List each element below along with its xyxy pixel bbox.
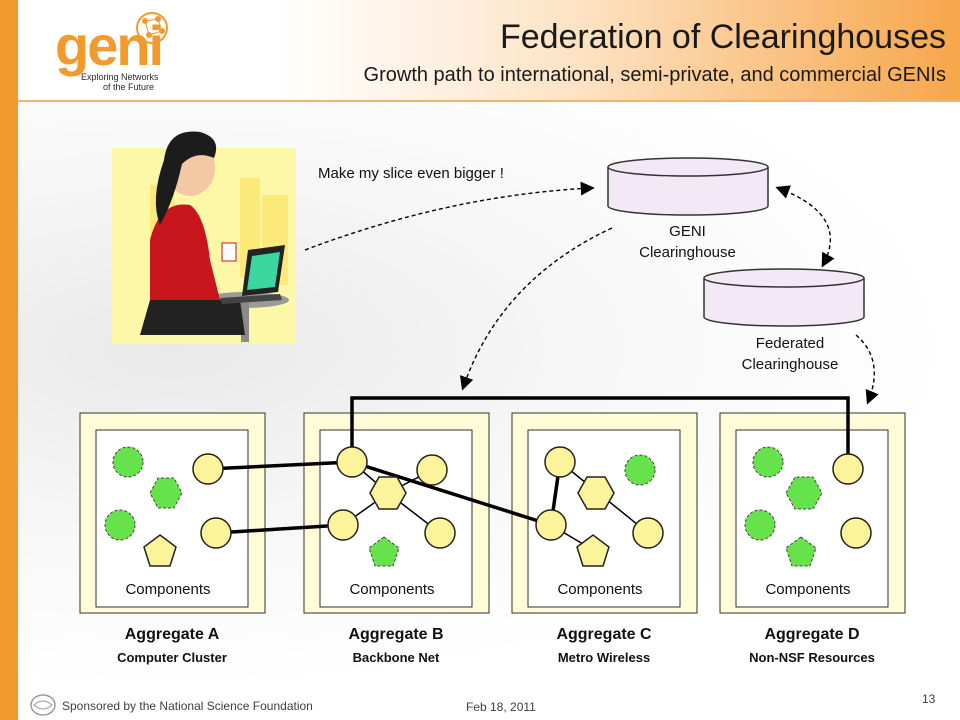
aggregate-a-subtitle: Computer Cluster [117,650,227,665]
aggregate-b-nodes [327,446,456,567]
logo-tagline-line1: Exploring Networks [81,72,159,82]
aggregate-c-subtitle: Metro Wireless [557,650,651,665]
geni-clearinghouse-label: GENI Clearinghouse [600,221,775,263]
aggregate-d-components-label: Components [765,581,851,598]
logo-globe-icon [136,12,168,44]
slide-subtitle: Growth path to international, semi-priva… [363,64,946,86]
federated-clearinghouse-label-line1: Federated [755,335,825,352]
footer-sponsor: Sponsored by the National Science Founda… [62,699,313,713]
geni-clearinghouse-label-line1: GENI [669,223,706,240]
header-divider [18,100,960,102]
left-accent-bar [0,0,18,720]
geni-clearinghouse-label-line2: Clearinghouse [639,244,736,261]
aggregate-c-nodes [535,446,664,567]
logo-tagline: Exploring Networks of the Future [81,72,159,92]
federated-clearinghouse-label-line2: Clearinghouse [741,356,839,373]
clearinghouse-to-aggregate-arrow [460,227,613,391]
footer-date: Feb 18, 2011 [466,700,536,714]
aggregate-b-title: Aggregate B [348,626,444,643]
geni-clearinghouse-cylinder [607,157,769,216]
geni-logo: geni Exploring Networks of the Future [55,12,175,98]
aggregate-a-title: Aggregate A [124,626,220,643]
header-banner [18,0,960,100]
aggregate-d-nodes [744,446,872,567]
page-number: 13 [922,692,936,706]
aggregate-d-title: Aggregate D [764,626,860,643]
aggregate-c-components-label: Components [557,581,643,598]
aggregate-a-nodes [104,446,232,567]
request-arrow [304,181,595,251]
logo-wordmark: geni [55,14,164,77]
federation-arrow [775,185,835,268]
nsf-seal-icon [30,694,56,716]
aggregate-b-subtitle: Backbone Net [352,650,440,665]
slide-title: Federation of Clearinghouses [499,18,946,56]
federated-clearinghouse-cylinder [703,268,865,327]
aggregate-a-components-label: Components [125,581,211,598]
federated-clearinghouse-label: Federated Clearinghouse [700,333,880,375]
logo-tagline-line2: of the Future [103,82,155,92]
federated-to-aggregate-arrow [855,334,879,405]
aggregate-c-title: Aggregate C [556,626,652,643]
slice-request-callout: Make my slice even bigger ! [318,165,504,182]
aggregate-b-components-label: Components [349,581,435,598]
aggregate-d-subtitle: Non-NSF Resources [749,650,875,665]
researcher-illustration [112,131,296,344]
